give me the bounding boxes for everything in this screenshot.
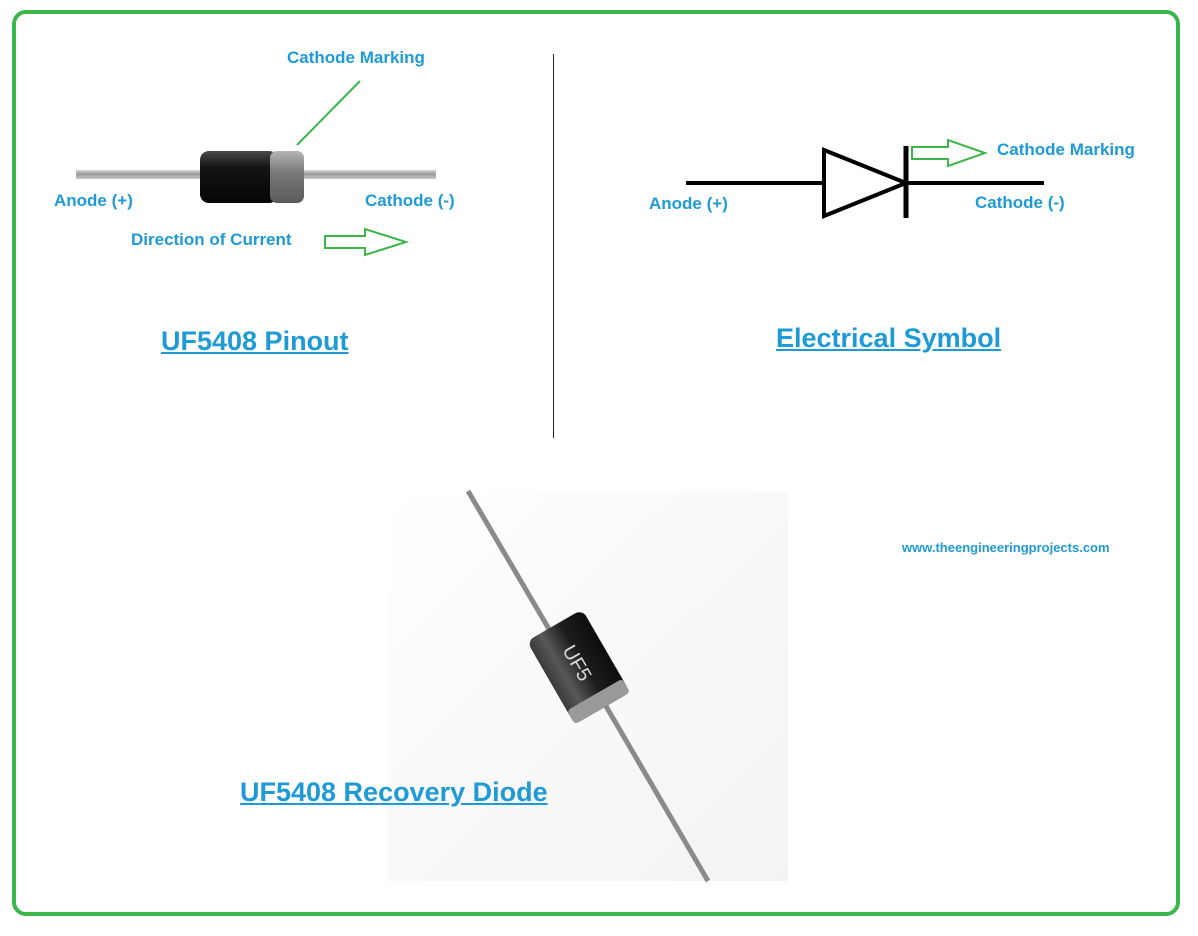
pinout-cathode-label: Cathode (-) [365,191,455,210]
cathode-pointer-line [296,80,361,146]
cathode-band [270,151,304,203]
direction-of-current-label: Direction of Current [131,230,292,249]
diode-body [200,151,278,203]
cathode-marking-arrow-icon [911,138,989,168]
symbol-cathode-marking-label: Cathode Marking [997,140,1135,159]
electrical-symbol-title[interactable]: Electrical Symbol [776,323,1002,353]
photo-upper-lead [465,489,559,643]
cathode-lead [300,170,436,179]
panel-divider [553,54,554,438]
recovery-diode-title[interactable]: UF5408 Recovery Diode [240,777,548,807]
website-url[interactable]: www.theengineeringprojects.com [902,540,1110,555]
pinout-anode-label: Anode (+) [54,191,133,210]
photo-cathode-band [568,680,629,723]
anode-lead [76,170,206,179]
recovery-diode-photo: UF5 [388,489,788,883]
diode-pinout-illustration [76,80,436,203]
direction-arrow-icon [324,227,410,257]
pinout-title[interactable]: UF5408 Pinout [161,326,349,356]
diode-symbol-icon [686,146,1044,219]
symbol-cathode-label: Cathode (-) [975,193,1065,212]
symbol-anode-label: Anode (+) [649,194,728,213]
photo-lower-lead [600,699,711,883]
pinout-cathode-marking-label: Cathode Marking [287,48,425,67]
green-frame [12,10,1180,916]
